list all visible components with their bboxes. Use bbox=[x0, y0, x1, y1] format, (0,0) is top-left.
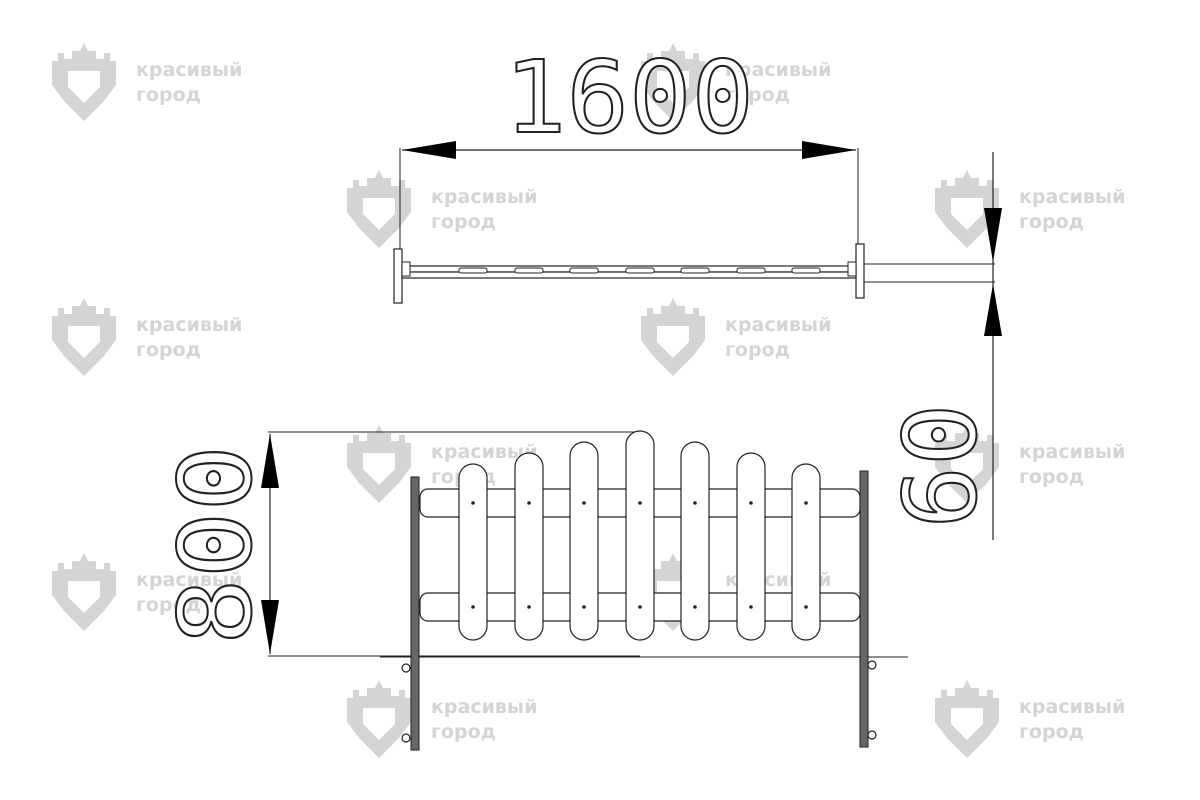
watermark: красивый город bbox=[935, 680, 1125, 758]
post-right bbox=[859, 470, 869, 748]
city-logo-icon bbox=[347, 425, 411, 503]
watermark-line2: город bbox=[431, 721, 496, 743]
watermark: красивый город bbox=[935, 170, 1125, 248]
bracket-left bbox=[401, 261, 411, 277]
watermark-line1: красивый bbox=[1019, 441, 1125, 463]
picket-top bbox=[791, 267, 821, 274]
bolt bbox=[804, 501, 808, 505]
picket bbox=[569, 441, 599, 641]
watermark-line1: красивый bbox=[136, 314, 242, 336]
top-view: 1600 60 bbox=[393, 38, 1002, 540]
watermark: красивый город bbox=[52, 43, 242, 121]
bolt bbox=[471, 501, 475, 505]
watermark-line1: красивый bbox=[1019, 186, 1125, 208]
city-logo-icon bbox=[347, 170, 411, 248]
city-logo-icon bbox=[52, 43, 116, 121]
pickets bbox=[458, 430, 821, 641]
post-top-right bbox=[855, 243, 865, 299]
post-left bbox=[410, 476, 420, 751]
watermark-line2: город bbox=[725, 84, 790, 106]
watermark-line2: город bbox=[136, 339, 201, 361]
watermark-line1: красивый bbox=[725, 314, 831, 336]
city-logo-icon bbox=[52, 298, 116, 376]
city-logo-icon bbox=[641, 298, 705, 376]
watermark-line1: красивый bbox=[431, 441, 537, 463]
watermark: красивый город bbox=[52, 553, 242, 631]
bolt bbox=[582, 605, 586, 609]
watermark-line1: красивый bbox=[431, 186, 537, 208]
watermark-line2: город bbox=[431, 211, 496, 233]
watermark: красивый город bbox=[935, 425, 1125, 503]
bolt bbox=[749, 501, 753, 505]
watermark: красивый город bbox=[641, 298, 831, 376]
watermark: красивый город bbox=[641, 43, 831, 121]
watermark-line2: город bbox=[1019, 721, 1084, 743]
top-pickets bbox=[458, 267, 821, 274]
city-logo-icon bbox=[52, 553, 116, 631]
watermark: красивый город bbox=[347, 680, 537, 758]
bolt bbox=[527, 605, 531, 609]
bolt bbox=[582, 501, 586, 505]
width-arrow-left bbox=[402, 141, 456, 159]
watermark-line1: красивый bbox=[431, 696, 537, 718]
depth-arrow-bottom bbox=[984, 284, 1002, 336]
city-logo-icon bbox=[641, 43, 705, 121]
anchor-right-bottom bbox=[867, 730, 877, 740]
anchor-left-bottom bbox=[401, 733, 411, 743]
watermark-line2: город bbox=[1019, 211, 1084, 233]
depth-arrow-top bbox=[984, 208, 1002, 262]
picket-top bbox=[680, 267, 710, 274]
watermark-line2: город bbox=[136, 594, 201, 616]
picket-top bbox=[569, 267, 599, 274]
picket-top bbox=[514, 267, 544, 274]
picket bbox=[625, 430, 655, 641]
watermark-line1: красивый bbox=[136, 59, 242, 81]
watermark-line1: красивый bbox=[725, 59, 831, 81]
picket bbox=[514, 452, 544, 641]
picket bbox=[736, 452, 766, 641]
watermark-line2: город bbox=[1019, 466, 1084, 488]
picket bbox=[680, 441, 710, 641]
anchor-left-top bbox=[401, 663, 411, 673]
bolt bbox=[471, 605, 475, 609]
watermark-line1: красивый bbox=[136, 569, 242, 591]
front-view: 800 bbox=[156, 430, 908, 751]
watermark-line2: город bbox=[136, 84, 201, 106]
height-dimension-text: 800 bbox=[157, 445, 274, 645]
depth-dimension-text: 60 bbox=[882, 404, 999, 529]
bolt bbox=[693, 501, 697, 505]
bolt bbox=[804, 605, 808, 609]
bolt bbox=[693, 605, 697, 609]
post-top-left bbox=[393, 248, 403, 304]
city-logo-icon bbox=[935, 680, 999, 758]
height-arrow-bottom bbox=[261, 600, 279, 654]
width-arrow-right bbox=[802, 141, 856, 159]
watermark-line2: город bbox=[725, 339, 790, 361]
city-logo-icon bbox=[935, 170, 999, 248]
picket-top bbox=[625, 267, 655, 274]
picket bbox=[791, 463, 821, 641]
width-dimension-text: 1600 bbox=[504, 39, 754, 156]
city-logo-icon bbox=[935, 425, 999, 503]
bolt bbox=[527, 501, 531, 505]
height-arrow-top bbox=[261, 434, 279, 488]
watermark-line1: красивый bbox=[1019, 696, 1125, 718]
bolt bbox=[638, 501, 642, 505]
bolt bbox=[638, 605, 642, 609]
watermark: красивый город bbox=[52, 298, 242, 376]
picket-top bbox=[736, 267, 766, 274]
bracket-right bbox=[847, 261, 857, 277]
picket bbox=[458, 463, 488, 641]
bolt bbox=[749, 605, 753, 609]
watermark-layer: красивыйгородкрасивыйгородкрасивыйгородк… bbox=[52, 43, 1125, 758]
anchor-right-top bbox=[867, 660, 877, 670]
watermark: красивый город bbox=[347, 170, 537, 248]
city-logo-icon bbox=[347, 680, 411, 758]
picket-top bbox=[458, 267, 488, 274]
